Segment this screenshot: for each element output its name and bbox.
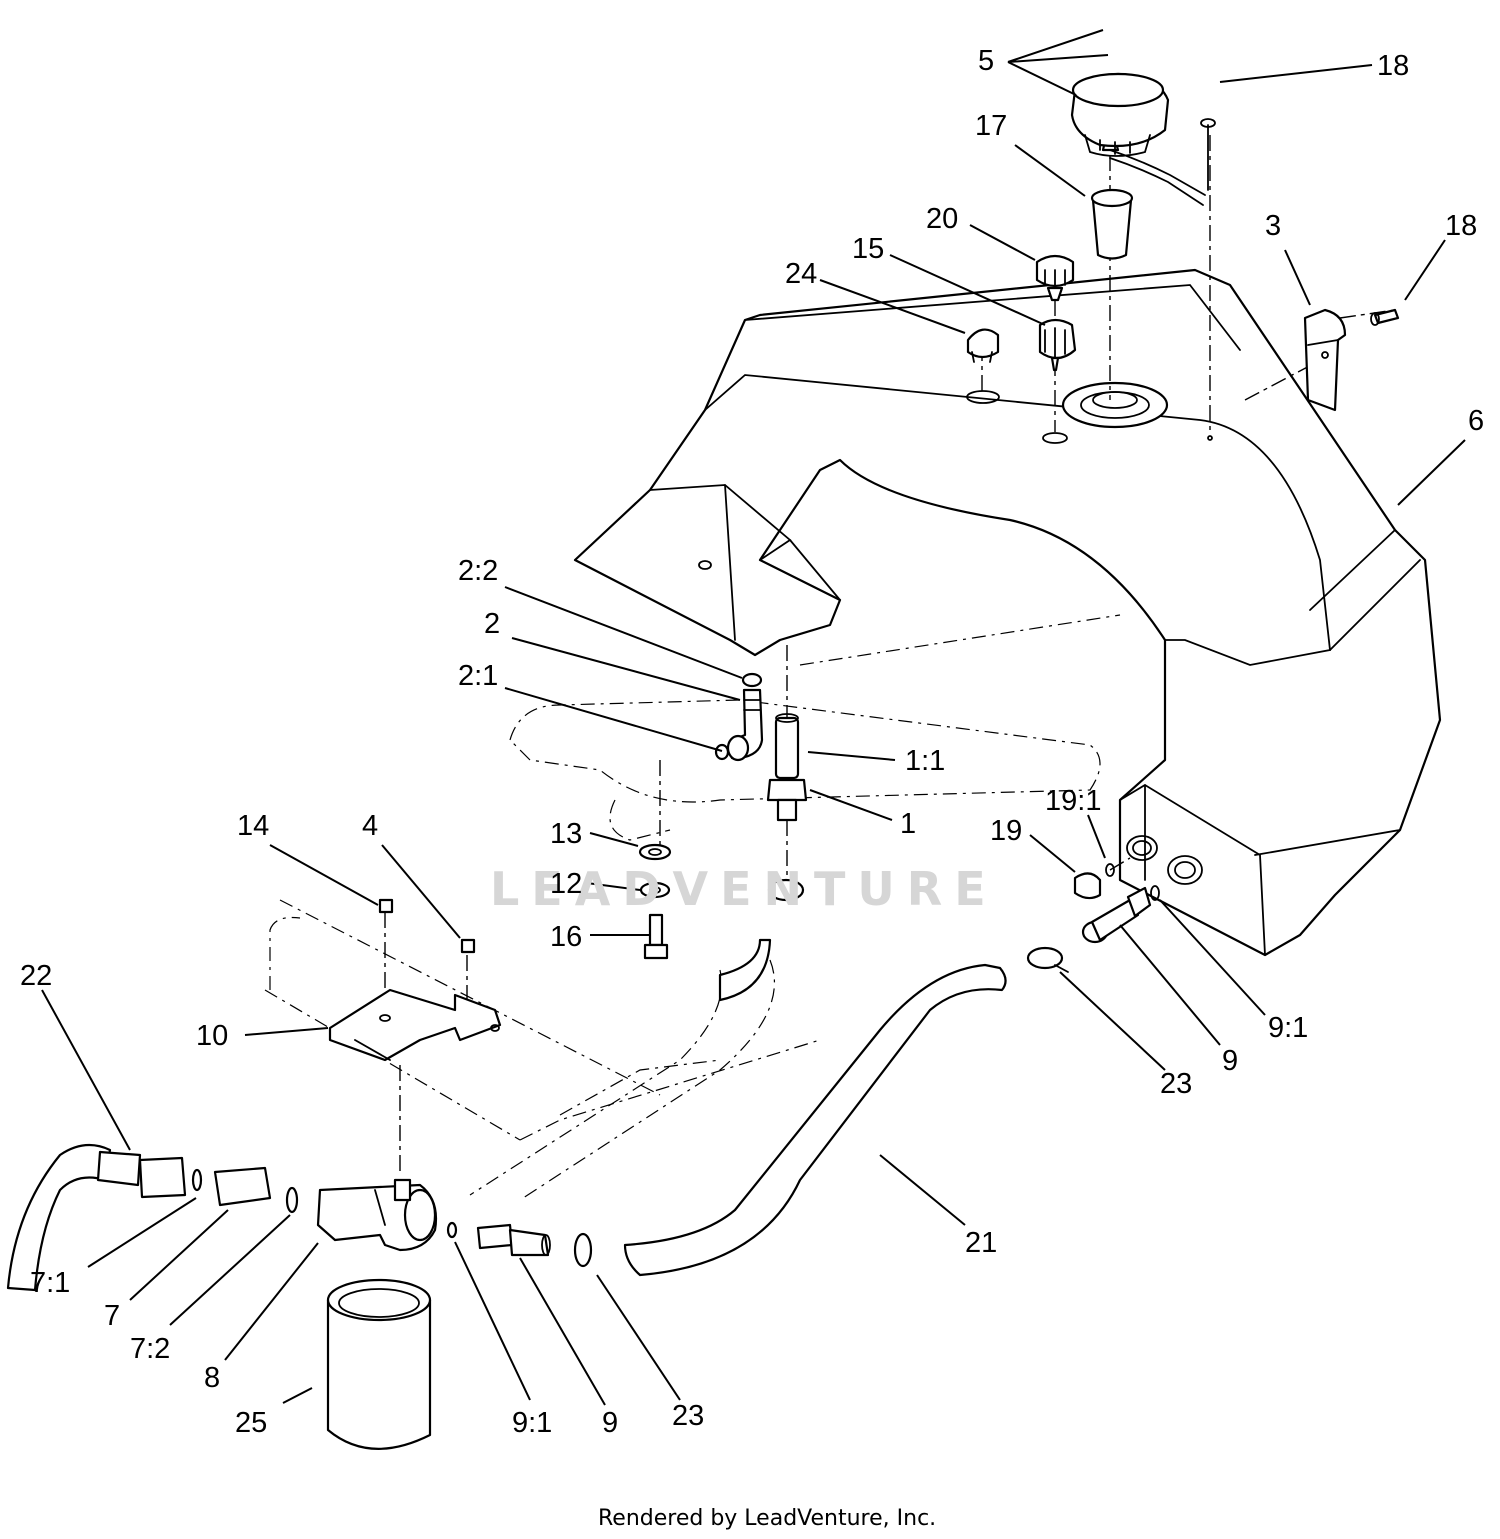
callout-23-right: 23 (1160, 1068, 1192, 1100)
elbow-fitting (714, 672, 764, 762)
inlet-hose-and-fittings (6, 1143, 299, 1292)
watermark-text: LEADVENTURE (490, 862, 998, 916)
fuel-tank (573, 268, 1442, 957)
fuel-strainer (1090, 188, 1134, 260)
fuel-filter-head (316, 1178, 551, 1257)
callout-5: 5 (978, 45, 994, 77)
vent-valve (1035, 254, 1077, 372)
callout-2-1: 2:1 (458, 660, 498, 692)
footer-credit: Rendered by LeadVenture, Inc. (598, 1506, 936, 1531)
callout-9-bottom: 9 (602, 1407, 618, 1439)
callout-labels: 5 18 17 20 15 24 3 18 6 2:2 2 2:1 1:1 1 … (20, 45, 1484, 1439)
callout-7-2: 7:2 (130, 1333, 170, 1365)
callout-17: 17 (975, 110, 1007, 142)
callout-7: 7 (104, 1300, 120, 1332)
mounting-bracket (328, 988, 502, 1062)
leader-lines (41, 29, 1466, 1406)
callout-18-top: 18 (1377, 50, 1409, 82)
callout-9-right: 9 (1222, 1045, 1238, 1077)
callout-12: 12 (550, 868, 582, 900)
tank-plug (966, 328, 1000, 363)
callout-22: 22 (20, 960, 52, 992)
callout-2-2: 2:2 (458, 555, 498, 587)
callout-4: 4 (362, 810, 378, 842)
callout-6: 6 (1468, 405, 1484, 437)
callout-20: 20 (926, 203, 958, 235)
callout-9-1-right: 9:1 (1268, 1012, 1308, 1044)
callout-9-1-bottom: 9:1 (512, 1407, 552, 1439)
washers-and-bolts (378, 843, 1115, 960)
callout-8: 8 (204, 1362, 220, 1394)
callout-2: 2 (484, 608, 500, 640)
callout-14: 14 (237, 810, 269, 842)
callout-24: 24 (785, 258, 817, 290)
hose-clip (1303, 308, 1400, 412)
callout-19: 19 (990, 815, 1022, 847)
fuel-cap-assembly (1070, 72, 1216, 206)
callout-16: 16 (550, 921, 582, 953)
callout-19-1: 19:1 (1045, 785, 1101, 817)
callout-15: 15 (852, 233, 884, 265)
callout-3: 3 (1265, 210, 1281, 242)
callout-13: 13 (550, 818, 582, 850)
callout-21: 21 (965, 1227, 997, 1259)
callout-25: 25 (235, 1407, 267, 1439)
tank-outlet-fitting (766, 713, 808, 822)
callout-7-1: 7:1 (30, 1267, 70, 1299)
hose-barb-fitting (1081, 885, 1160, 944)
callout-1-1: 1:1 (905, 745, 945, 777)
callout-10: 10 (196, 1020, 228, 1052)
callout-18-right: 18 (1445, 210, 1477, 242)
fuel-filter-canister (326, 1278, 432, 1450)
callout-1: 1 (900, 808, 916, 840)
callout-23-bottom: 23 (672, 1400, 704, 1432)
fuel-hose (623, 938, 1007, 1277)
hose-clamps (573, 878, 1069, 1268)
